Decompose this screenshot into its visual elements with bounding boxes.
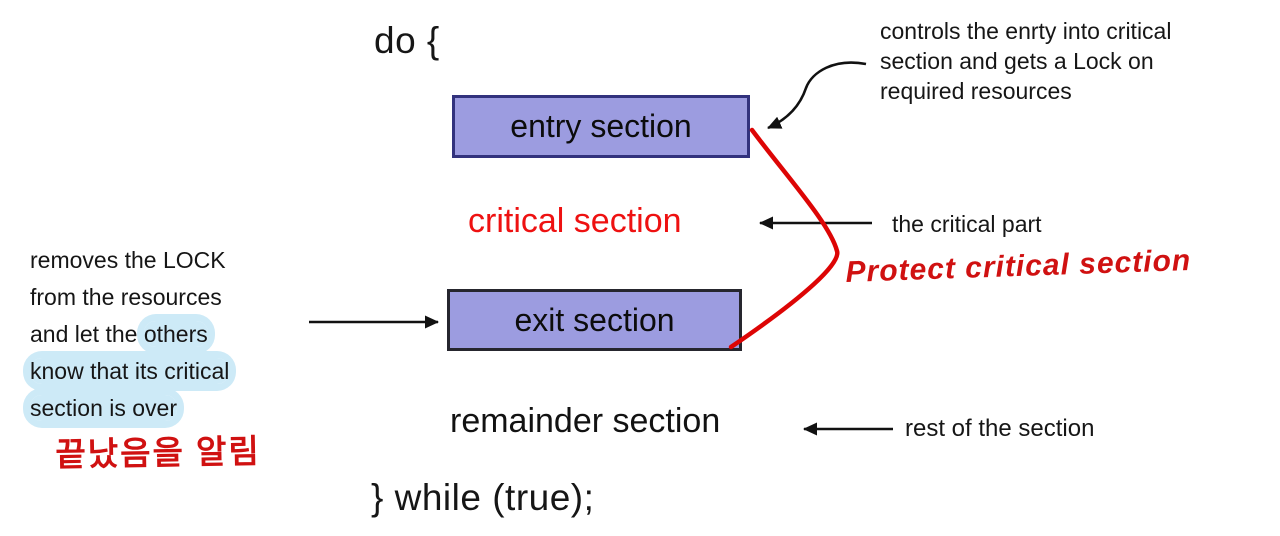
entry-note-line: section and gets a Lock on xyxy=(880,48,1154,74)
entry-section-box: entry section xyxy=(452,95,750,158)
exit-note-line: and let the others xyxy=(30,321,208,347)
code-while-close: } while (true); xyxy=(371,477,595,518)
exit-note: removes the LOCK from the resources and le… xyxy=(30,242,330,427)
exit-note-line: know that its critical xyxy=(30,353,330,390)
highlighted-text: know that its critical xyxy=(30,358,230,384)
highlighted-text: others xyxy=(143,321,208,347)
entry-note-arrow xyxy=(767,61,867,130)
highlighted-text: section is over xyxy=(30,395,178,421)
critical-note: the critical part xyxy=(892,211,1042,237)
entry-note-line: required resources xyxy=(880,78,1072,104)
exit-section-label: exit section xyxy=(514,301,675,338)
code-do-open: do { xyxy=(374,20,440,61)
entry-note-line: controls the enrty into critical xyxy=(880,18,1172,44)
exit-note-line: removes the LOCK xyxy=(30,247,226,273)
exit-section-box: exit section xyxy=(447,289,742,351)
remainder-section-label: remainder section xyxy=(450,402,721,440)
handwritten-korean-note: 끝났음을 알림 xyxy=(55,432,262,473)
critical-section-label: critical section xyxy=(468,202,682,240)
entry-section-label: entry section xyxy=(510,108,692,144)
exit-note-line: section is over xyxy=(30,390,330,427)
remainder-note: rest of the section xyxy=(905,415,1095,442)
protect-zigzag-stroke xyxy=(728,127,840,350)
handwritten-protect-note: Protect critical section xyxy=(845,243,1192,289)
entry-note: controls the enrty into critical section… xyxy=(880,16,1280,106)
exit-note-line: from the resources xyxy=(30,284,222,310)
